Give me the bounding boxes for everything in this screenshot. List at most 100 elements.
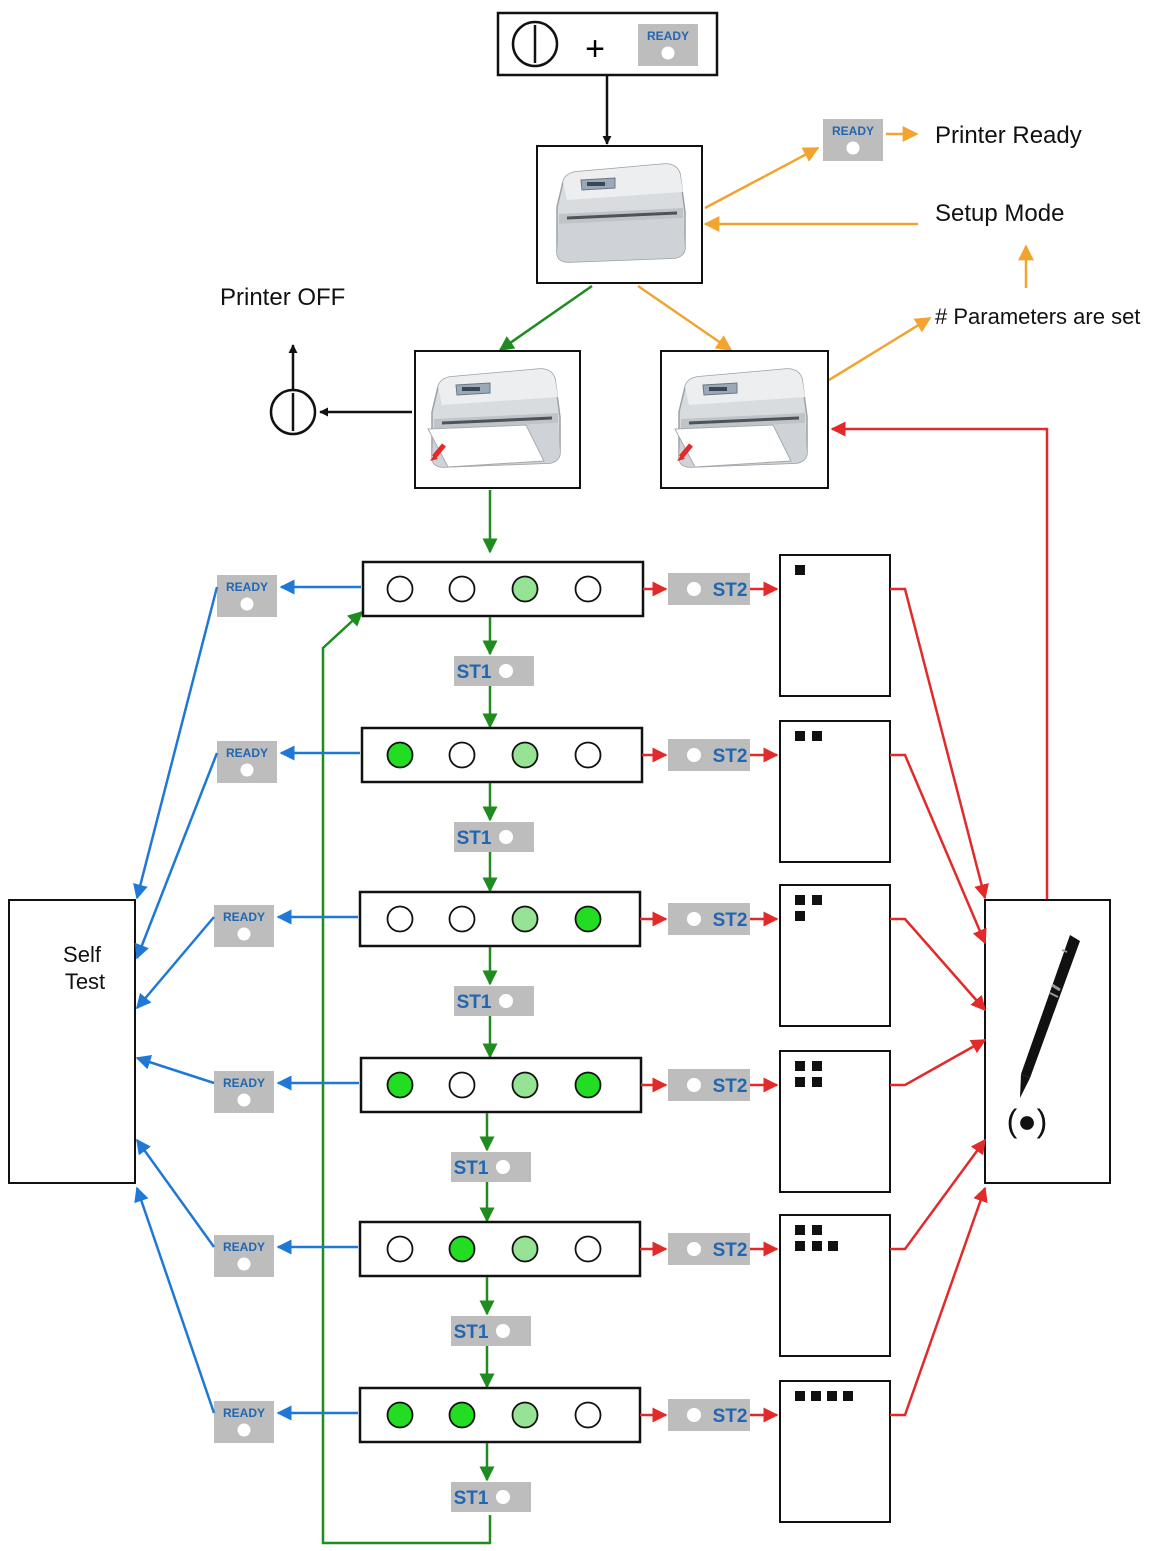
st2-button-label: ST2 [713, 1076, 748, 1097]
led-icon [574, 1071, 602, 1099]
self-test-label-line1: Self [63, 942, 102, 967]
printer-icon [555, 162, 687, 264]
ready-button-label: READY [832, 124, 874, 138]
led-icon [511, 741, 539, 769]
printer-icon [428, 369, 560, 467]
to-pen-arrow [890, 587, 989, 900]
led-icon [511, 1071, 539, 1099]
print-mark [828, 1241, 838, 1251]
led-icon [448, 1235, 476, 1263]
ready-button-label: READY [223, 910, 265, 924]
led-icon [386, 1235, 414, 1263]
st2-button-label: ST2 [713, 1240, 748, 1261]
to-params-arrow [828, 316, 932, 382]
pen-to-printer-arrow [830, 421, 1049, 900]
print-sheet-icon [779, 1214, 891, 1357]
pen-icon [1020, 935, 1080, 1098]
power-icon [269, 388, 317, 436]
ready-button: READY [214, 1401, 274, 1443]
to-pen-arrow [890, 753, 987, 945]
pen-box: (●) [984, 899, 1111, 1184]
led-icon [448, 575, 476, 603]
st2-button: ST2 [668, 903, 750, 935]
ready-button: READY [217, 575, 277, 617]
print-mark [812, 1077, 822, 1087]
st2-button: ST2 [668, 1233, 750, 1265]
led-icon [386, 1401, 414, 1429]
pen-mark-label: (●) [1007, 1103, 1048, 1139]
print-mark [795, 1077, 805, 1087]
to-pen-arrow [890, 917, 986, 1012]
ready-button-label: READY [226, 580, 268, 594]
loop-back-arrow [321, 610, 492, 1545]
to-ready-arrow [704, 146, 820, 210]
self-test-label-line2: Test [65, 969, 105, 994]
ready-button: READY [217, 741, 277, 783]
led-icon [448, 1071, 476, 1099]
led-icon [386, 1071, 414, 1099]
to-pen-arrow [890, 1038, 987, 1087]
printer-paper-box-left [414, 350, 581, 489]
led-icon [511, 1401, 539, 1429]
st1-button-label: ST1 [457, 662, 492, 683]
ready-button-label: READY [226, 746, 268, 760]
print-mark [812, 1061, 822, 1071]
ready-button-label: READY [223, 1406, 265, 1420]
to-self-test-arrow [136, 916, 215, 1010]
led-icon [386, 741, 414, 769]
st2-button: ST2 [668, 1069, 750, 1101]
st1-button-label: ST1 [457, 992, 492, 1013]
print-mark [795, 1391, 805, 1401]
printer-ready-label: Printer Ready [935, 122, 1082, 149]
led-icon [511, 575, 539, 603]
print-mark [795, 565, 805, 575]
led-icon [574, 741, 602, 769]
to-printer-left-arrow [498, 284, 593, 352]
printer-icon [675, 369, 807, 467]
led-icon [448, 1401, 476, 1429]
led-icon [574, 1235, 602, 1263]
led-icon [511, 1235, 539, 1263]
print-mark [795, 911, 805, 921]
printer-main-box [536, 145, 703, 284]
ready-button-label: READY [647, 29, 689, 43]
st2-button: ST2 [668, 739, 750, 771]
st1-button: ST1 [451, 1316, 531, 1346]
to-self-test-arrow [135, 1055, 215, 1085]
to-self-test-arrow [135, 1138, 216, 1248]
st2-button-label: ST2 [713, 1406, 748, 1427]
print-sheet-icon [779, 1380, 891, 1523]
print-mark [811, 1391, 821, 1401]
st1-button-label: ST1 [457, 828, 492, 849]
ready-button-label: READY [223, 1076, 265, 1090]
params-set-label: # Parameters are set [935, 304, 1140, 329]
print-mark [795, 1225, 805, 1235]
print-sheet-icon [779, 720, 891, 863]
st1-button-label: ST1 [454, 1158, 489, 1179]
print-mark [795, 1061, 805, 1071]
led-icon [574, 575, 602, 603]
print-mark [812, 731, 822, 741]
print-mark [812, 1241, 822, 1251]
print-mark [843, 1391, 853, 1401]
plus-sign: + [585, 30, 605, 68]
printer-off-label: Printer OFF [220, 284, 345, 311]
st2-button: ST2 [668, 573, 750, 605]
led-icon [448, 905, 476, 933]
led-icon [574, 905, 602, 933]
ready-button: READY [214, 1071, 274, 1113]
power-on-combo-box: + READY [496, 11, 719, 77]
power-icon [511, 20, 559, 68]
ready-button: READY [214, 905, 274, 947]
print-mark [795, 895, 805, 905]
ready-button: READY [214, 1235, 274, 1277]
printer-paper-box-right [660, 350, 829, 489]
